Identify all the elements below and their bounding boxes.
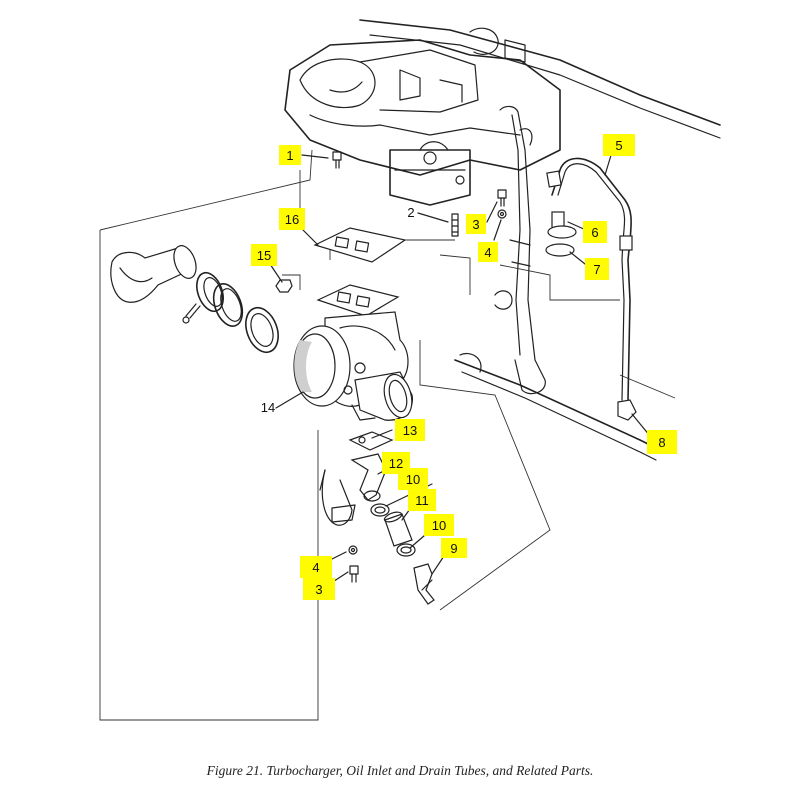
bracket-lower-left [319,469,356,526]
callout-highlight-16 [279,208,305,230]
intake-hose-assembly [110,245,279,354]
callout-highlight-9 [441,538,467,558]
callout-highlight-3a [466,214,486,234]
callout-label-3b: 3 [315,582,322,597]
callout-label-2: 2 [407,205,414,220]
callout-highlight-4b [300,556,332,578]
callout-label-10a: 10 [406,472,420,487]
callout-highlight-15 [251,244,277,266]
callout-highlight-13 [395,419,425,441]
callout-label-14: 14 [261,400,275,415]
callout-label-8: 8 [658,435,665,450]
callout-highlight-11 [408,489,436,511]
callout-label-4a: 4 [484,245,491,260]
engine-manifold-drawing [284,19,721,461]
turbo-flange-gasket [316,284,400,317]
callout-label-9: 9 [450,541,457,556]
callout-label-12: 12 [389,456,403,471]
hardware-parts [275,151,637,605]
callout-label-5: 5 [615,138,622,153]
callout-label-1: 1 [286,148,293,163]
callout-label-4b: 4 [312,560,319,575]
callout-highlight-3b [303,578,335,600]
oil-inlet-tube [546,157,633,401]
callout-label-15: 15 [257,248,271,263]
callout-highlight-1 [279,145,301,165]
callout-highlight-12 [382,452,410,474]
turbocharger [293,311,413,421]
callout-label-11: 11 [415,493,429,508]
callout-label-10b: 10 [432,518,446,533]
callout-highlight-6 [583,221,607,243]
callout-highlight-5 [603,134,635,156]
callout-highlight-4a [478,242,498,262]
callout-highlight-10b [424,514,454,536]
callout-label-13: 13 [403,423,417,438]
callout-label-7: 7 [593,262,600,277]
callout-highlight-8 [647,430,677,454]
figure-caption: Figure 21. Turbocharger, Oil Inlet and D… [206,763,594,778]
callouts: 1 2 3 4 5 6 7 8 9 10 10 11 12 13 14 15 1… [251,134,677,600]
callout-label-16: 16 [285,212,299,227]
callout-highlight-7 [585,258,609,280]
exhaust-gasket [313,227,407,263]
callout-label-3a: 3 [472,217,479,232]
callout-label-6: 6 [591,225,598,240]
